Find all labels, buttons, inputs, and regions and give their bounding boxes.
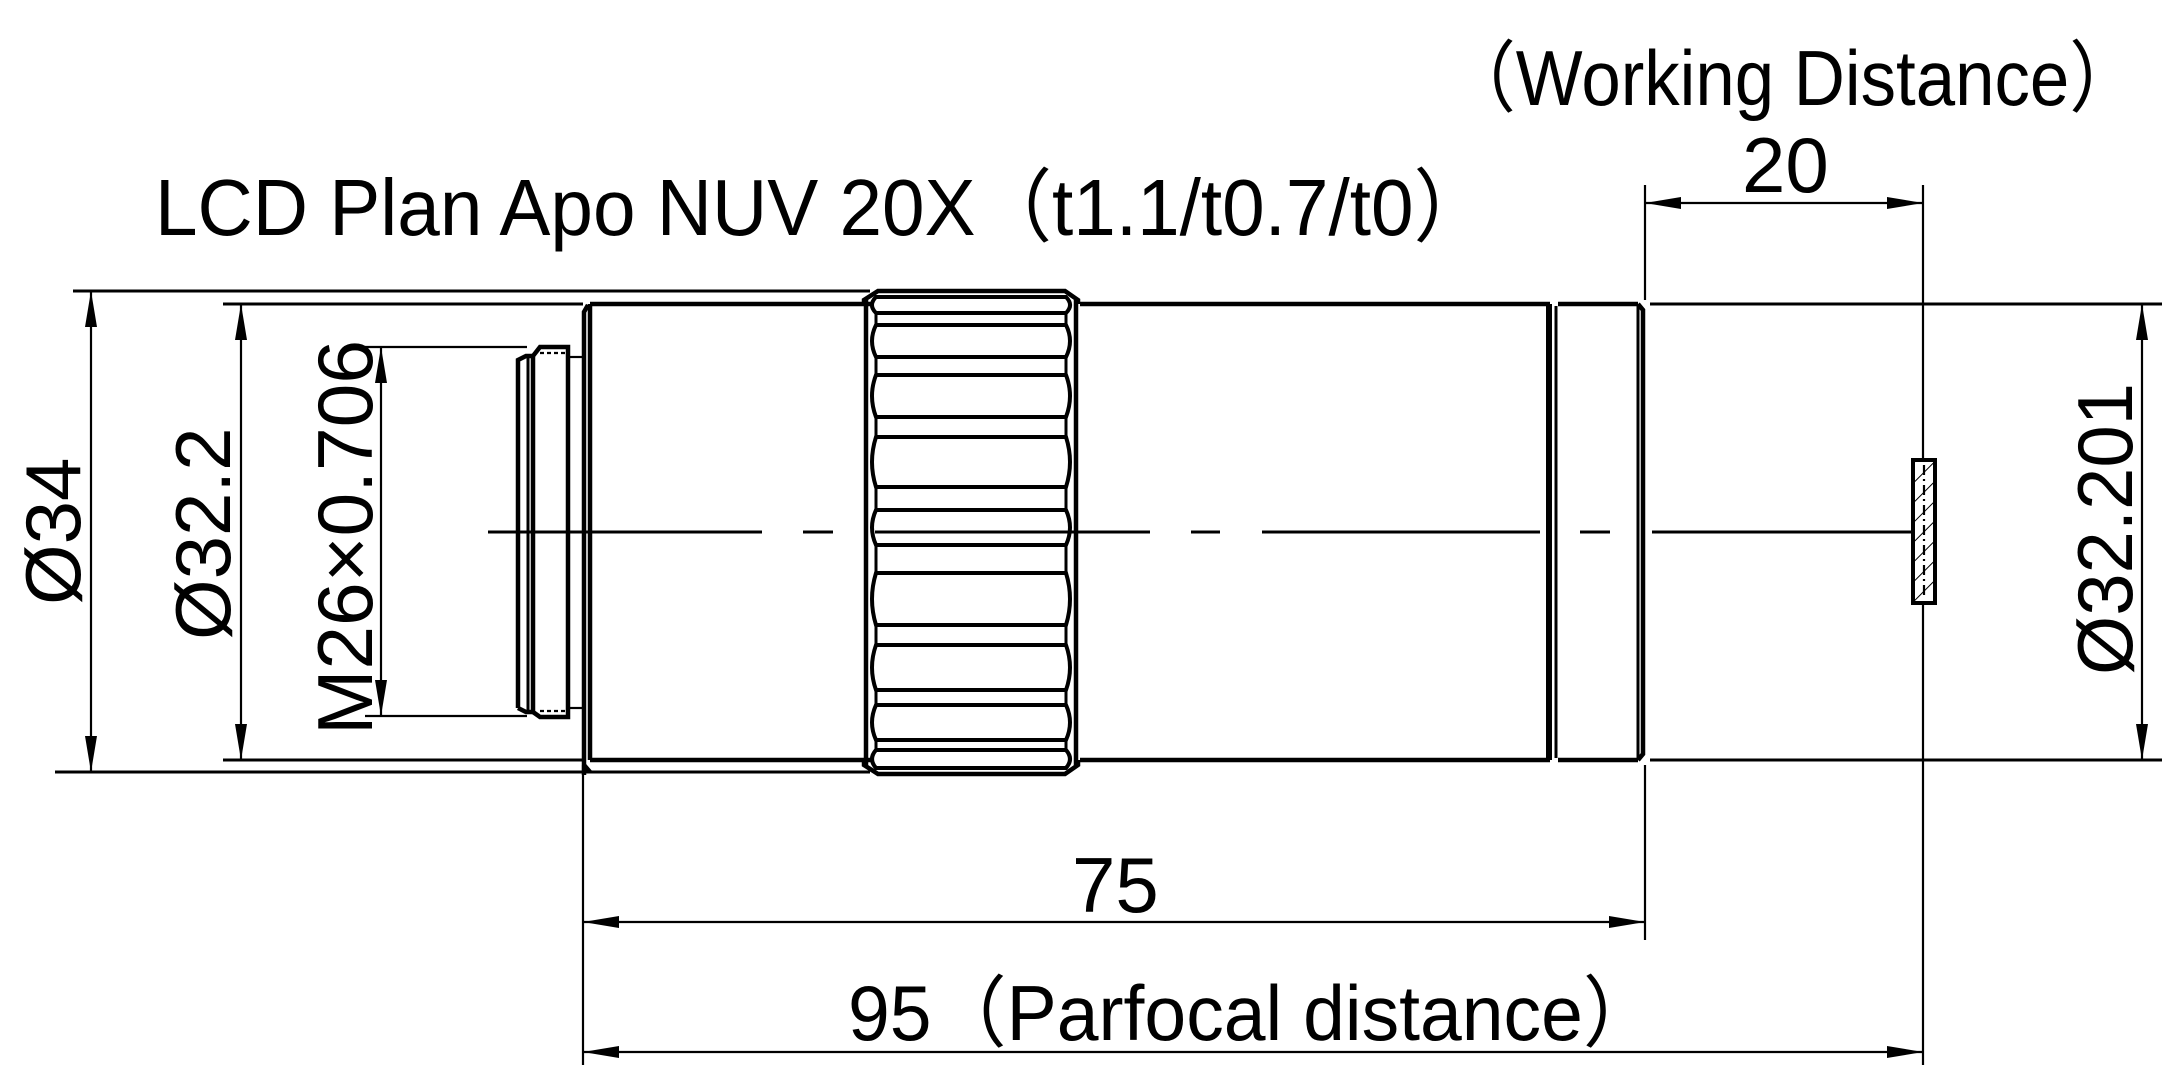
dim-thread: M26×0.706 (301, 340, 527, 735)
knurl-band (870, 571, 1072, 627)
body-length-label: 75 (1072, 841, 1159, 929)
knurled-ring (861, 288, 1081, 777)
outer-diameter-label: Ø34 (9, 458, 97, 605)
thread-label: M26×0.706 (301, 340, 389, 735)
thread-mount (515, 303, 592, 775)
working-distance-caption: （Working Distance） (1445, 34, 2140, 122)
dim-body-length: 75 (581, 765, 1647, 1065)
cover-glass (1911, 458, 1937, 605)
front-diameter-label: Ø32.201 (2061, 383, 2149, 675)
lens-title: LCD Plan Apo NUV 20X（t1.1/t0.7/t0） (155, 163, 1490, 252)
knurl-band (870, 373, 1072, 419)
front-barrel (1080, 301, 1646, 763)
knurl-band (870, 703, 1072, 742)
dim-outer-diameter: Ø34 (9, 289, 870, 774)
parfocal-distance-label: 95（Parfocal distance） (848, 969, 1658, 1057)
knurl-band (870, 323, 1072, 359)
knurl-band (870, 748, 1072, 770)
working-distance-value: 20 (1742, 121, 1829, 209)
dim-barrel-diameter: Ø32.2 (159, 302, 583, 762)
dim-front-diameter: Ø32.201 (1650, 302, 2162, 762)
knurl-band (870, 435, 1072, 489)
barrel-diameter-label: Ø32.2 (159, 428, 247, 640)
knurl-band (870, 508, 1072, 547)
knurl-band (870, 295, 1072, 315)
dim-working-distance: 20 (1643, 121, 1925, 1065)
dim-parfocal-distance: 95（Parfocal distance） (583, 969, 1923, 1058)
knurl-band (870, 643, 1072, 692)
